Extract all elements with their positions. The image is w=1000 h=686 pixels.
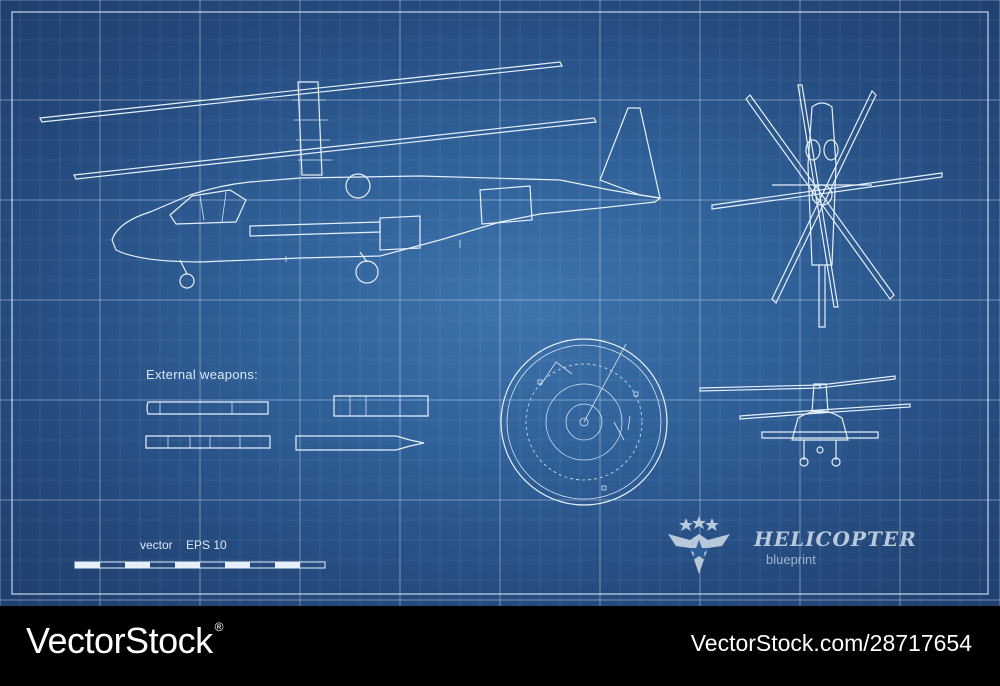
vector-label: vector	[140, 538, 173, 552]
blueprint-title: HELICOPTER	[754, 527, 917, 551]
eps-label: EPS 10	[186, 538, 227, 552]
winged-star-emblem-icon	[668, 516, 730, 574]
registered-mark: ®	[214, 620, 224, 634]
watermark-footer	[0, 606, 1000, 686]
helicopter-side-view-icon	[39, 61, 662, 289]
radar-scope-icon	[500, 338, 668, 506]
helicopter-top-view-icon	[711, 84, 943, 328]
external-weapons-drawings	[145, 395, 429, 451]
blueprint-panel: External weapons: vector EPS 10 HELICOPT…	[0, 0, 1000, 606]
blueprint-subtitle: blueprint	[766, 552, 816, 567]
scale-bar	[74, 561, 326, 569]
vectorstock-logo: VectorStock®	[26, 620, 223, 662]
stock-id-link[interactable]: VectorStock.com/28717654	[690, 630, 972, 656]
brand-name: VectorStock	[26, 620, 213, 661]
external-weapons-label: External weapons:	[146, 367, 259, 382]
helicopter-front-view-icon	[699, 375, 911, 467]
